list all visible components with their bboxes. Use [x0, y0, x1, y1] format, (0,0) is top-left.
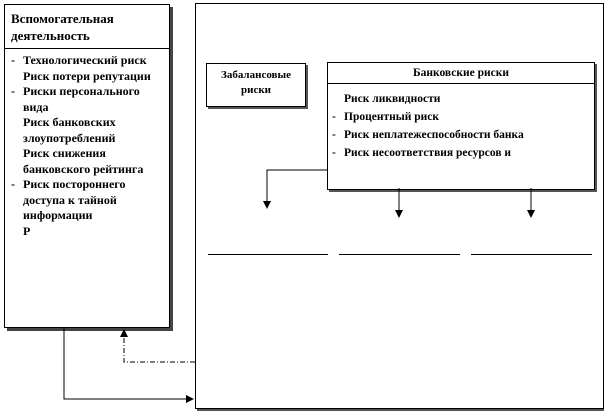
blank-line — [208, 254, 328, 255]
bank-risks-box: Банковские риски Риск ликвидности -Проце… — [327, 62, 595, 190]
list-item: -Риск неплатежеспособности банка — [332, 126, 590, 144]
list-item-text: Процентный риск — [344, 111, 439, 123]
list-dash: - — [332, 147, 336, 159]
list-item: Риск снижения банковского рейтинга — [11, 146, 165, 177]
bank-risks-title: Банковские риски — [328, 63, 594, 84]
list-item-text: Р — [23, 223, 31, 238]
off-balance-risks-box: Забалансовые риски — [206, 63, 306, 107]
supporting-activity-panel: Вспомогательная деятельность -Технологич… — [4, 4, 170, 328]
supporting-activity-list: -Технологический риск Риск потери репута… — [5, 53, 169, 239]
list-item-text: Риск ликвидности — [344, 93, 441, 105]
arrow-to-first-column — [263, 169, 327, 209]
list-item: Р — [11, 224, 165, 240]
list-item-text: Риск несоответствия ресурсов и — [344, 147, 512, 159]
list-dash: - — [11, 177, 15, 191]
off-balance-risks-title: Забалансовые риски — [221, 69, 291, 96]
list-item-text: Риск банковских злоупотреблений — [23, 115, 116, 145]
feedback-arrow — [120, 329, 195, 363]
list-dash: - — [332, 129, 336, 141]
list-item-text: Технологический риск — [23, 53, 147, 67]
list-item: -Риски персонального вида — [11, 84, 165, 115]
list-item: -Риск несоответствия ресурсов и — [332, 144, 590, 162]
list-item: -Риск постороннего доступа к тайной инфо… — [11, 177, 165, 224]
bank-risks-list: Риск ликвидности -Процентный риск -Риск … — [328, 90, 594, 162]
list-dash: - — [332, 111, 336, 123]
blank-line — [471, 254, 592, 255]
blank-line — [339, 254, 460, 255]
list-dash: - — [11, 84, 15, 98]
list-item-text: Риски персонального вида — [23, 84, 140, 114]
list-item-text: Риск неплатежеспособности банка — [344, 129, 524, 141]
list-item: Риск банковских злоупотреблений — [11, 115, 165, 146]
list-item-text: Риск снижения банковского рейтинга — [23, 146, 144, 176]
list-item: Риск ликвидности — [332, 90, 590, 108]
input-arrow — [63, 327, 194, 403]
list-item: -Процентный риск — [332, 108, 590, 126]
list-dash: - — [11, 53, 15, 67]
list-item: Риск потери репутации — [11, 69, 165, 85]
supporting-activity-title: Вспомогательная деятельность — [5, 5, 169, 49]
list-item-text: Риск постороннего доступа к тайной инфор… — [23, 177, 126, 222]
list-item: -Технологический риск — [11, 53, 165, 69]
list-item-text: Риск потери репутации — [23, 68, 151, 83]
